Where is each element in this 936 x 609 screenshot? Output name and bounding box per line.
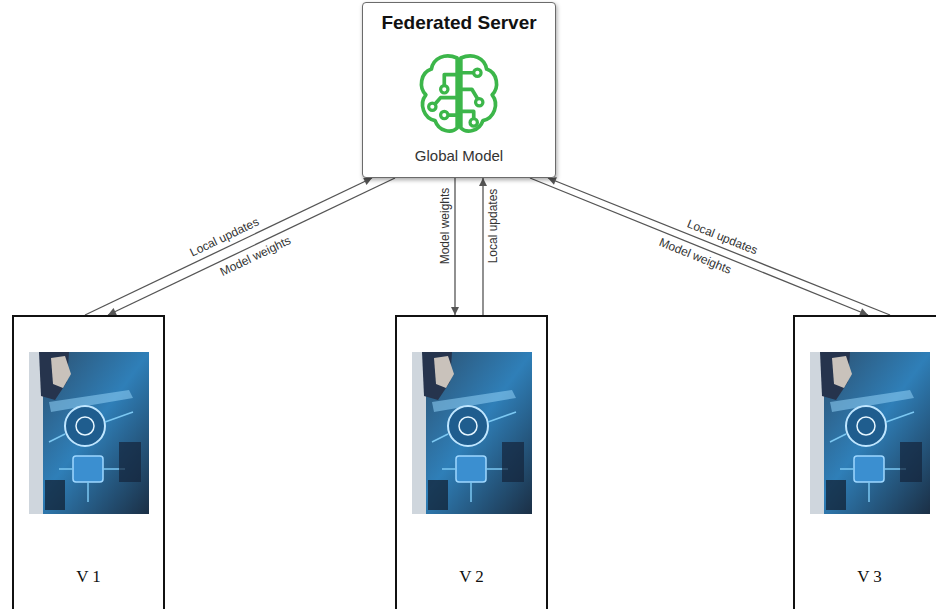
vehicle-illustration [29,352,149,514]
vehicle-label: V 3 [857,566,882,588]
brain-icon [421,56,496,131]
vehicle-illustration [810,352,930,514]
edge-label: Model weights [438,188,452,265]
connector-arrow [482,178,483,315]
vehicle-box: V 1 [12,315,165,609]
connector-arrow [530,178,868,315]
connector-arrow [85,178,372,315]
server-box: Federated ServerGlobal Model [362,2,556,178]
server-title: Federated Server [381,11,536,35]
vehicle-illustration [412,352,532,514]
connector-arrow [454,178,455,315]
edge-label: Local updates [486,189,500,264]
vehicle-box: V 3 [793,315,936,609]
vehicle-box: V 2 [395,315,548,609]
vehicle-label: V 2 [459,566,484,588]
vehicle-illustration [810,352,930,514]
model-label: Global Model [415,147,503,165]
connector-arrow [108,178,395,315]
vehicle-label: V 1 [76,566,101,588]
vehicle-illustration [29,352,149,514]
vehicle-illustration [412,352,532,514]
brain-icon [413,47,505,139]
connector-arrow [548,178,890,315]
